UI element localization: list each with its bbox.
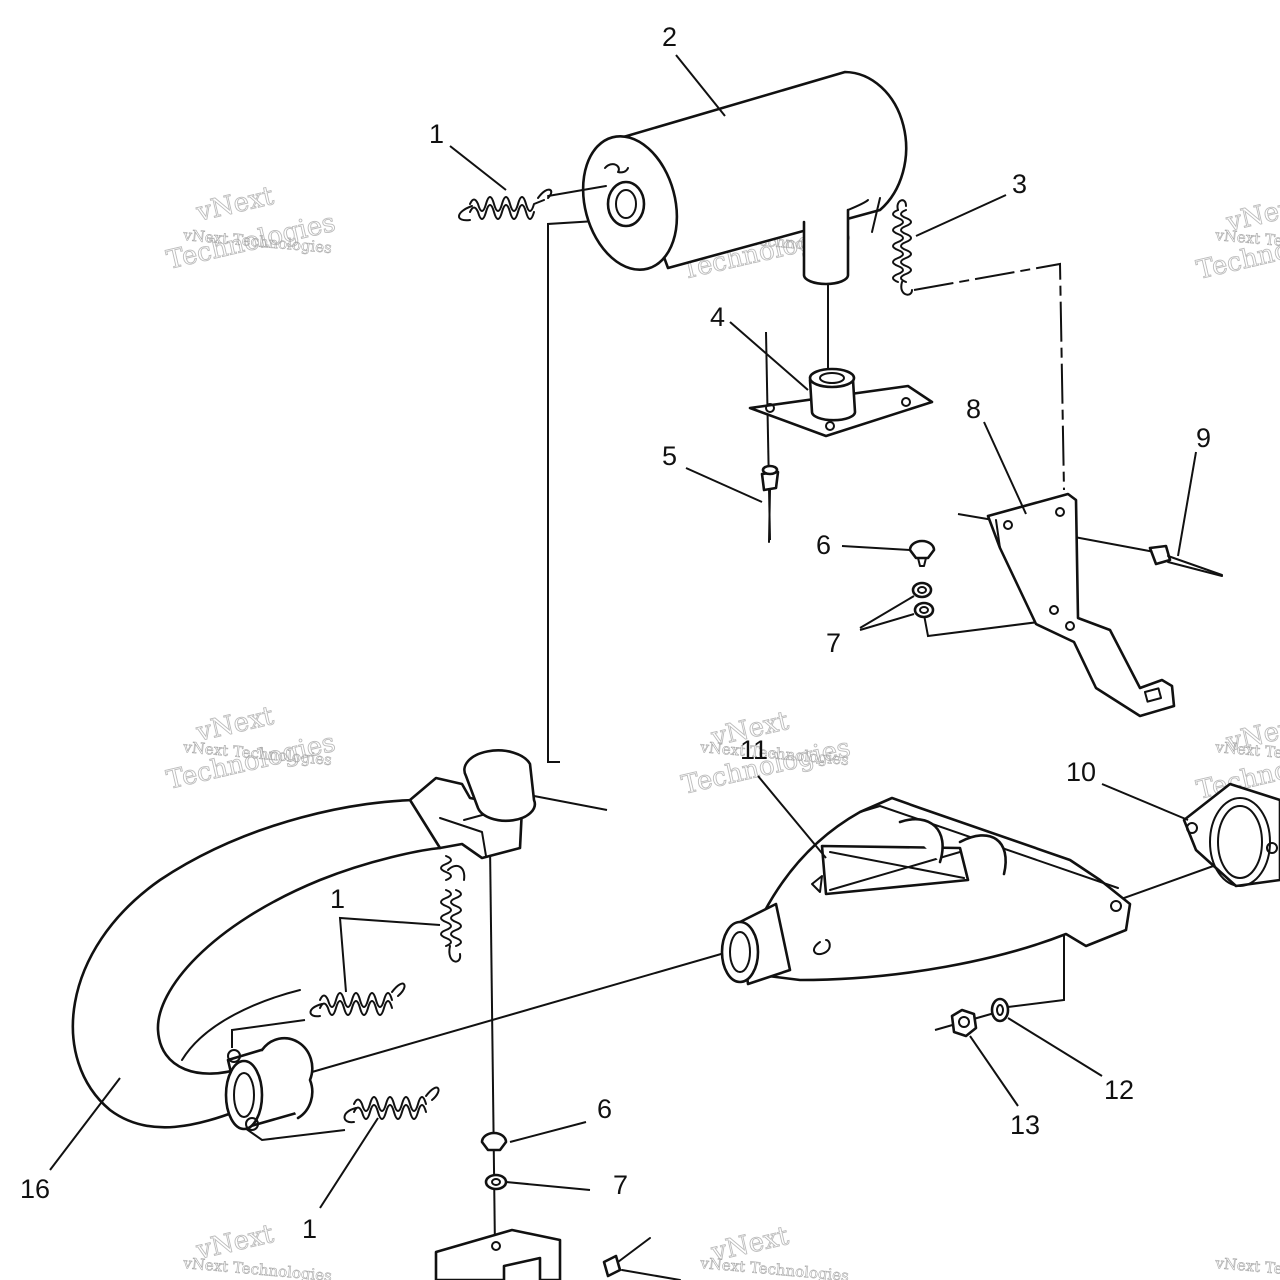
watermark: vNext Technologies [182,1254,333,1280]
callout-leaders [49,54,1197,1209]
callout-5: 5 [662,441,677,471]
callout-1-middle: 1 [330,884,345,914]
lower-bracket [434,1228,681,1280]
callout-labels: 1 2 3 4 5 6 7 8 9 10 11 12 13 16 1 1 6 7 [20,22,1211,1244]
rubber-cap-upper [908,539,936,567]
callout-2: 2 [662,22,677,52]
mount-bracket [986,492,1176,718]
svg-text:vNext: vNext [193,181,277,228]
spring-muffler-right [892,199,913,296]
head-pipe [71,749,537,1131]
callout-11: 11 [740,735,768,765]
rivet [760,464,780,543]
callout-6: 6 [816,530,831,560]
callout-3: 3 [1012,169,1027,199]
exhaust-manifold [720,796,1132,986]
callout-8: 8 [966,394,981,424]
grommet-plate [748,367,934,438]
watermark: vNext Technologies [699,1254,850,1280]
callout-13: 13 [1010,1110,1040,1140]
callout-10: 10 [1066,757,1096,787]
spring-pipe-lower [343,1086,440,1124]
washer-lower [484,1173,508,1191]
bolt [1148,544,1223,577]
callout-16: 16 [20,1174,50,1204]
spring-pipe-upper [440,855,466,963]
flat-washer [990,997,1010,1023]
muffler [581,70,908,286]
rubber-cap-lower [480,1131,508,1152]
spring-top [458,185,607,222]
watermark-group: vNext Technologies vNext Technologies vN… [163,180,1280,1280]
watermark: vNext Technologies [1214,1254,1280,1280]
hex-nut [950,1008,978,1038]
callout-1-lower: 1 [302,1214,317,1244]
callout-7: 7 [826,628,841,658]
callout-1: 1 [429,119,444,149]
callout-6-lower: 6 [597,1094,612,1124]
gasket [1182,782,1280,888]
washers-upper [911,581,935,619]
watermark: vNext Technologies [163,180,338,276]
callout-4: 4 [710,302,725,332]
callout-9: 9 [1196,423,1211,453]
callout-12: 12 [1104,1075,1134,1105]
watermark: vNext Technologies [163,700,338,796]
callout-7-lower: 7 [613,1170,628,1200]
spring-pipe-middle [309,982,406,1018]
